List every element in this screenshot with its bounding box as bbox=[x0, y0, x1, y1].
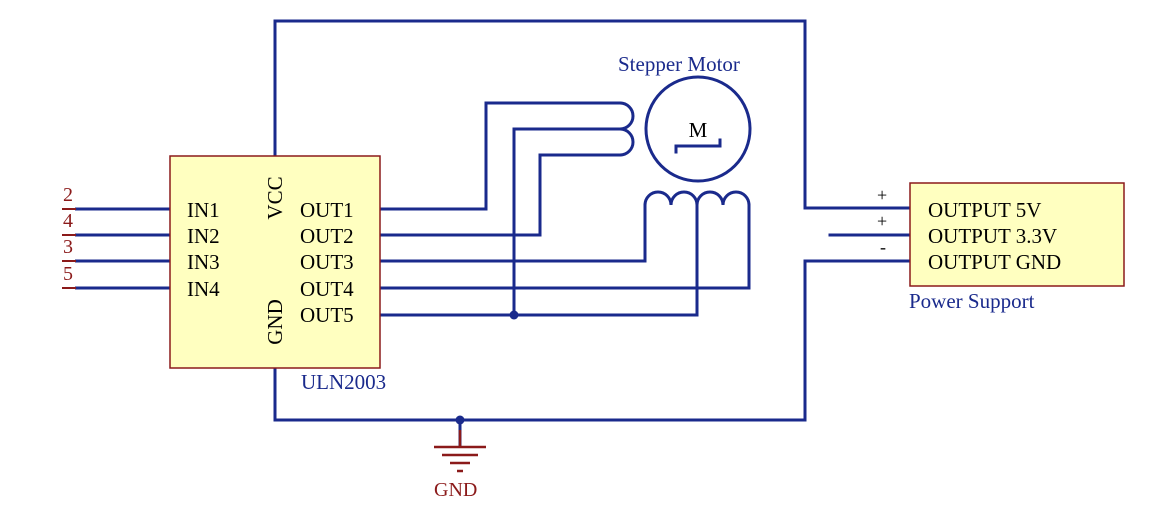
upper-coil bbox=[619, 101, 635, 157]
power-sign-1: + bbox=[877, 185, 887, 205]
input-pin-wires bbox=[62, 207, 170, 290]
chip-pin-out2: OUT2 bbox=[300, 224, 354, 248]
ground-junction-dot bbox=[455, 415, 465, 425]
pin-number-2: 4 bbox=[63, 210, 73, 232]
power-output-5v: OUTPUT 5V bbox=[928, 198, 1041, 222]
motor-title: Stepper Motor bbox=[618, 52, 740, 76]
chip-pin-out1: OUT1 bbox=[300, 198, 354, 222]
chip-pin-out5: OUT5 bbox=[300, 303, 354, 327]
ground-symbol bbox=[434, 415, 486, 473]
power-sign-2: + bbox=[877, 211, 887, 231]
power-sign-3: - bbox=[880, 237, 886, 257]
power-support-module bbox=[909, 182, 1125, 287]
chip-pin-in2: IN2 bbox=[187, 224, 220, 248]
chip-pin-out4: OUT4 bbox=[300, 277, 354, 301]
common-junction-dot bbox=[509, 310, 519, 320]
chip-pin-gnd: GND bbox=[263, 299, 287, 345]
power-output-3v3: OUTPUT 3.3V bbox=[928, 224, 1057, 248]
chip-pin-vcc: VCC bbox=[263, 176, 287, 219]
lower-coil bbox=[643, 190, 751, 206]
motor-symbol bbox=[644, 75, 752, 183]
chip-name: ULN2003 bbox=[301, 370, 386, 394]
chip-pin-in4: IN4 bbox=[187, 277, 220, 301]
power-output-gnd: OUTPUT GND bbox=[928, 250, 1061, 274]
uln2003-chip bbox=[169, 155, 381, 369]
motor-wires bbox=[378, 101, 751, 320]
motor-symbol-label: M bbox=[689, 118, 708, 142]
supply-loop-wires bbox=[273, 19, 912, 422]
ground-label: GND bbox=[434, 479, 477, 501]
pin-number-3: 3 bbox=[63, 236, 73, 258]
chip-pin-in1: IN1 bbox=[187, 198, 220, 222]
power-support-name: Power Support bbox=[909, 289, 1035, 313]
chip-pin-in3: IN3 bbox=[187, 250, 220, 274]
chip-pin-out3: OUT3 bbox=[300, 250, 354, 274]
pin-number-1: 2 bbox=[63, 184, 73, 206]
pin-number-4: 5 bbox=[63, 263, 73, 285]
